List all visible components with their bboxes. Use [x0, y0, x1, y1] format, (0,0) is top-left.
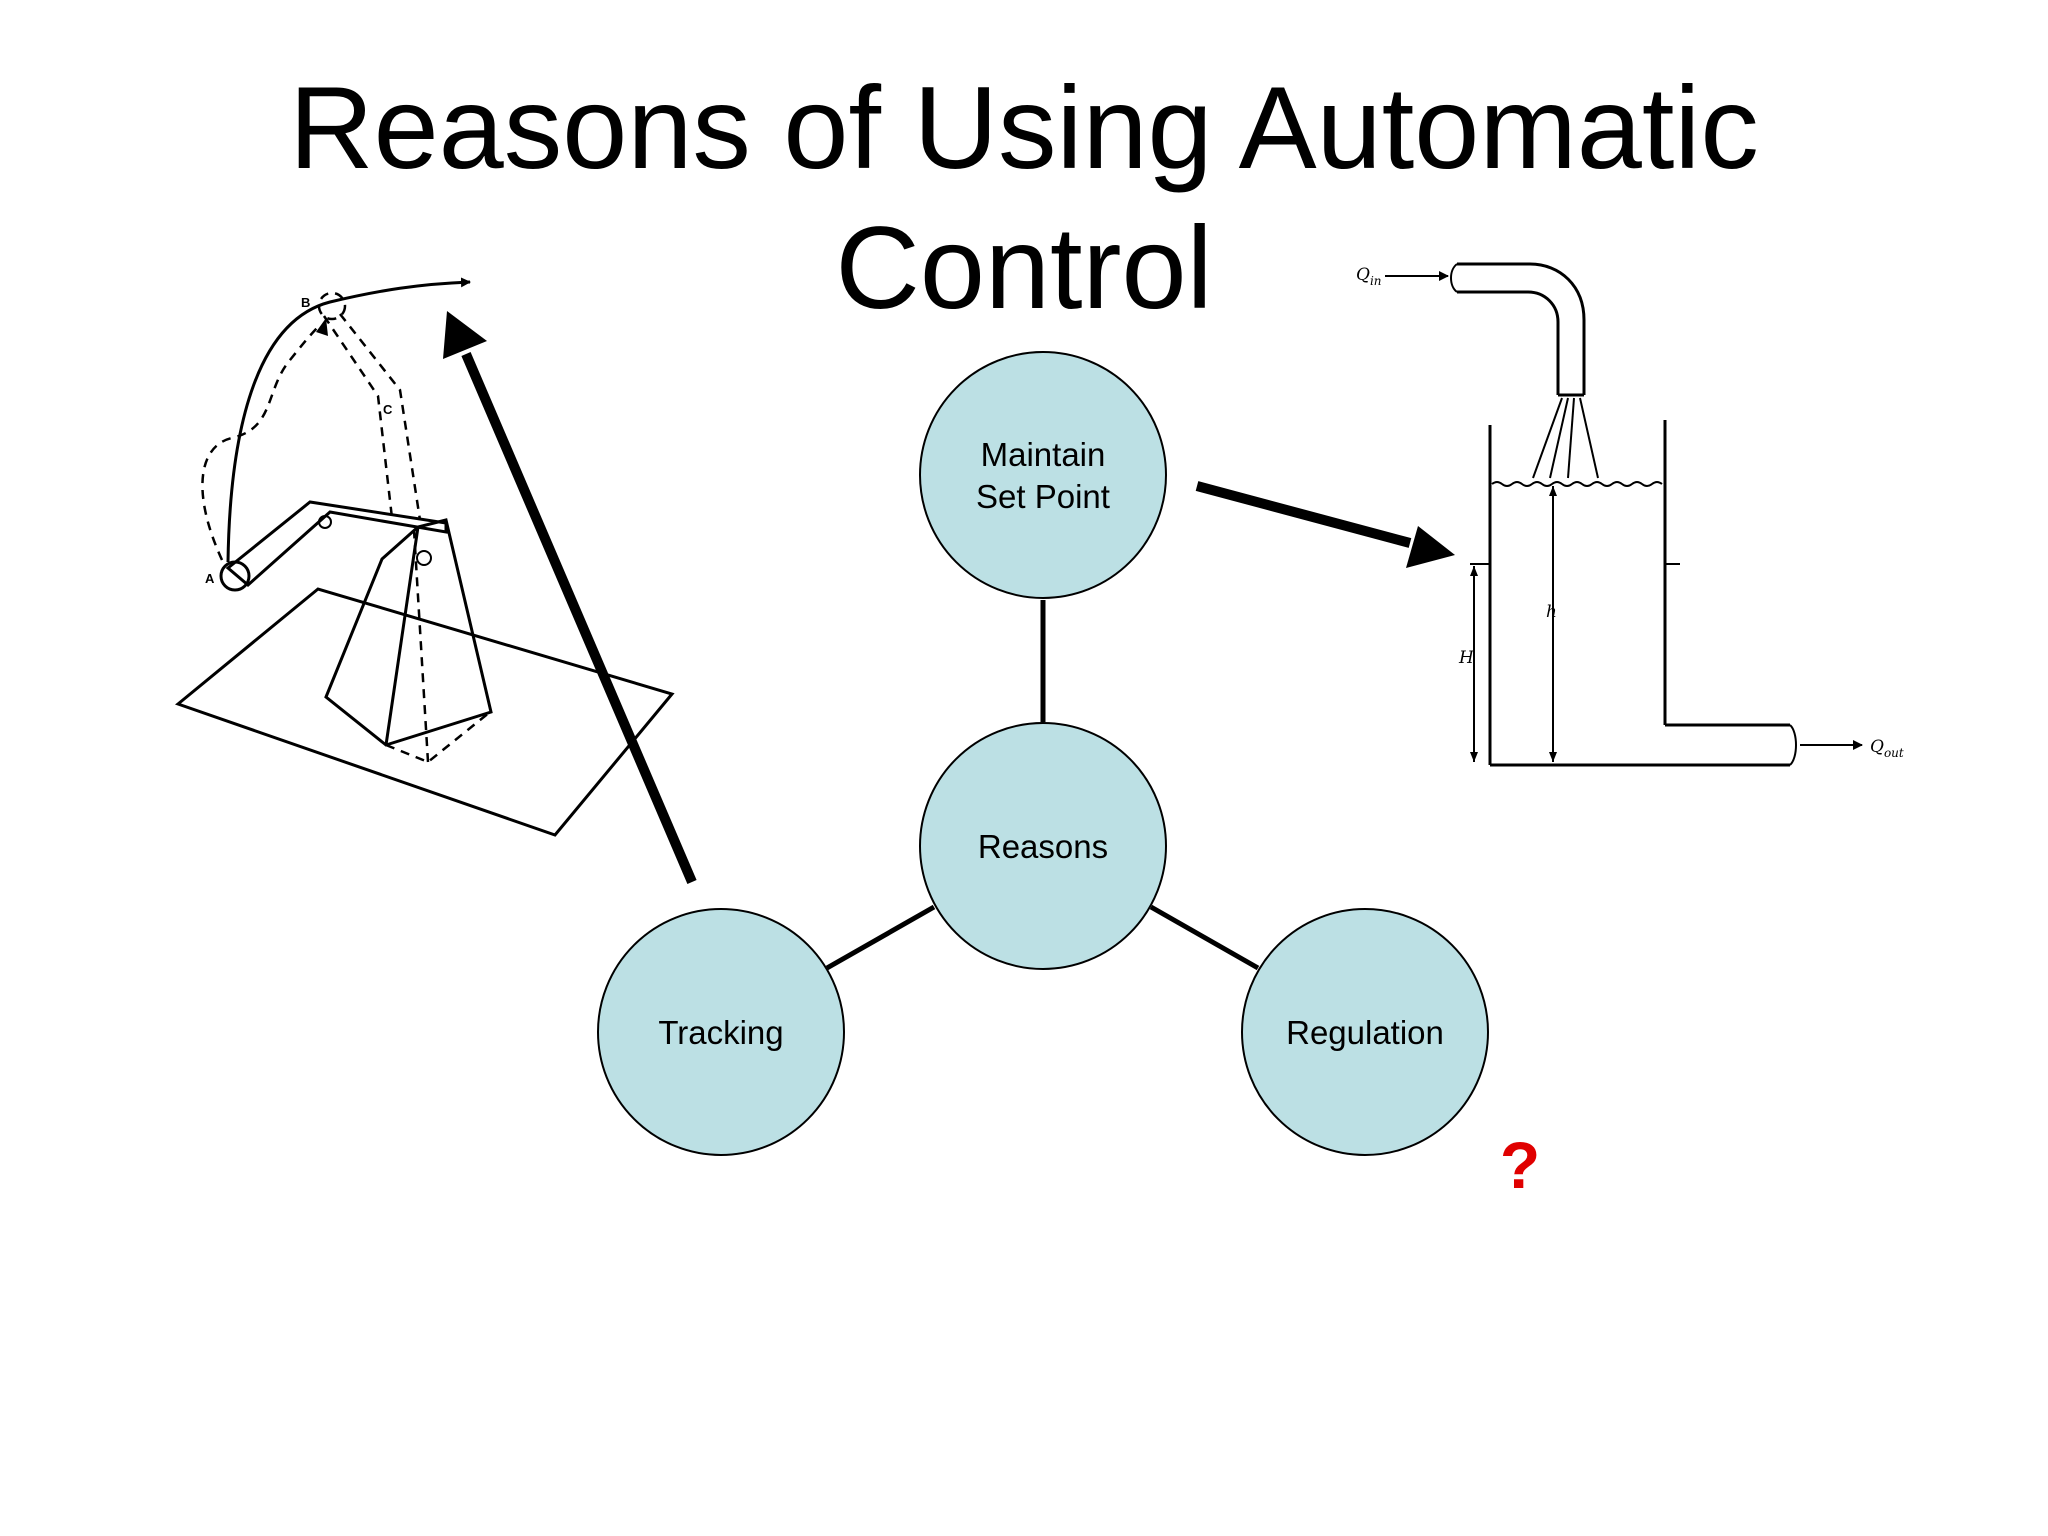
connectors: [825, 600, 1260, 971]
node-maintain-line-2: Set Point: [976, 478, 1110, 515]
tank-q-out-label: Qout: [1870, 737, 1904, 760]
node-tracking: Tracking: [597, 908, 845, 1156]
tracking-pointer-arrowhead: [443, 311, 487, 359]
tank-inlet-pipe-inner: [1457, 290, 1560, 395]
tank-big-h-arrow-bottom: [1470, 752, 1478, 762]
tank-inlet-pipe-end: [1450, 263, 1458, 293]
tank-figure: Qin Qout h H: [1356, 262, 1904, 767]
tank-big-h-arrow-top: [1470, 566, 1478, 576]
node-reasons-label: Reasons: [978, 828, 1108, 865]
robot-pedestal-dashed-2: [412, 529, 430, 763]
robot-pedestal-edge: [384, 526, 420, 746]
tank-h-arrow-top: [1549, 486, 1557, 496]
robot-base-plate: [174, 587, 675, 837]
tank-spray-4: [1579, 397, 1599, 479]
robot-end-effector: [219, 560, 251, 592]
tank-spray-3: [1567, 397, 1575, 479]
node-maintain-line-1: Maintain: [981, 436, 1106, 473]
pointer-arrows: [443, 311, 1455, 884]
robot-joint-1: [318, 515, 332, 529]
slide-title: Reasons of Using Automatic Control: [0, 58, 2048, 338]
robot-arm-link: [225, 500, 448, 587]
tank-water-surface: [1491, 481, 1663, 487]
robot-joint-2: [416, 550, 432, 566]
node-regulation-label: Regulation: [1286, 1014, 1444, 1051]
setpoint-pointer-arrow-shaft: [1195, 481, 1412, 548]
robot-label-a: A: [205, 571, 215, 586]
tank-spray-2: [1549, 397, 1569, 479]
robot-pedestal-dashed: [385, 711, 491, 764]
connector-left: [825, 904, 936, 971]
tank-inlet-pipe-outer: [1457, 262, 1586, 395]
node-tracking-label: Tracking: [658, 1014, 783, 1051]
robot-desired-path: [226, 277, 471, 563]
robot-actual-path-arrowhead: [316, 318, 328, 336]
robot-label-b: B: [301, 295, 310, 310]
node-reasons: Reasons: [919, 722, 1167, 970]
robot-actual-path: [201, 324, 321, 561]
title-line-2: Control: [835, 202, 1213, 333]
robot-arm-figure: A B C: [174, 277, 675, 837]
title-line-1: Reasons of Using Automatic: [289, 62, 1759, 193]
robot-dashed-arm-2: [339, 313, 422, 521]
tank-spray-1: [1532, 397, 1563, 479]
tank-outlet-end: [1789, 724, 1797, 766]
robot-point-b: [317, 291, 347, 321]
robot-label-c: C: [383, 402, 393, 417]
tank-h-label: h: [1546, 602, 1557, 622]
node-regulation: Regulation: [1241, 908, 1489, 1156]
tracking-pointer-arrow-shaft: [461, 352, 697, 884]
connector-right: [1149, 904, 1260, 971]
node-maintain-set-point: Maintain Set Point: [919, 351, 1167, 599]
tank-big-h-label: H: [1458, 648, 1475, 668]
tank-q-in-label: Qin: [1356, 265, 1382, 288]
setpoint-pointer-arrowhead: [1406, 526, 1455, 568]
question-mark: ?: [1500, 1128, 1540, 1202]
tank-h-arrow-bottom: [1549, 752, 1557, 762]
robot-dashed-arm-1: [322, 315, 394, 519]
